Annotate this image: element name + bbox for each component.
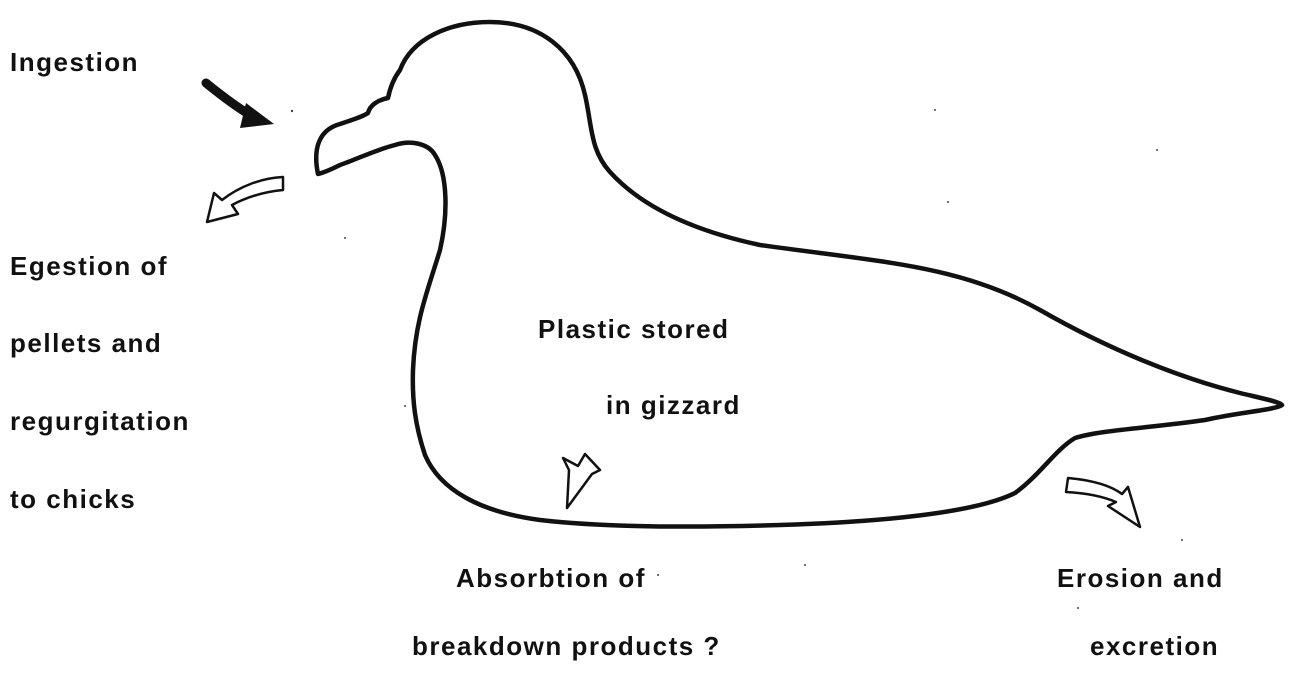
egestion-label-line3: regurgitation — [10, 408, 190, 434]
absorption-label-line2: breakdown products ? — [412, 633, 721, 659]
absorption-label-line1: Absorbtion of — [456, 565, 646, 591]
storage-label-line2: in gizzard — [606, 392, 741, 418]
erosion-label-line1: Erosion and — [1057, 565, 1224, 591]
excretion-arrow-icon — [1066, 478, 1140, 527]
ingestion-arrow-icon — [206, 83, 274, 128]
absorption-arrow-icon — [563, 454, 600, 508]
egestion-label-line1: Egestion of — [10, 253, 168, 279]
bird-outline — [316, 22, 1282, 527]
egestion-arrow-icon — [207, 177, 283, 222]
erosion-label-line2: excretion — [1090, 633, 1219, 659]
print-specks — [291, 109, 1183, 609]
storage-label-line1: Plastic stored — [538, 316, 730, 342]
ingestion-label: Ingestion — [10, 49, 139, 75]
egestion-label-line4: to chicks — [10, 486, 136, 512]
egestion-label-line2: pellets and — [10, 330, 162, 356]
